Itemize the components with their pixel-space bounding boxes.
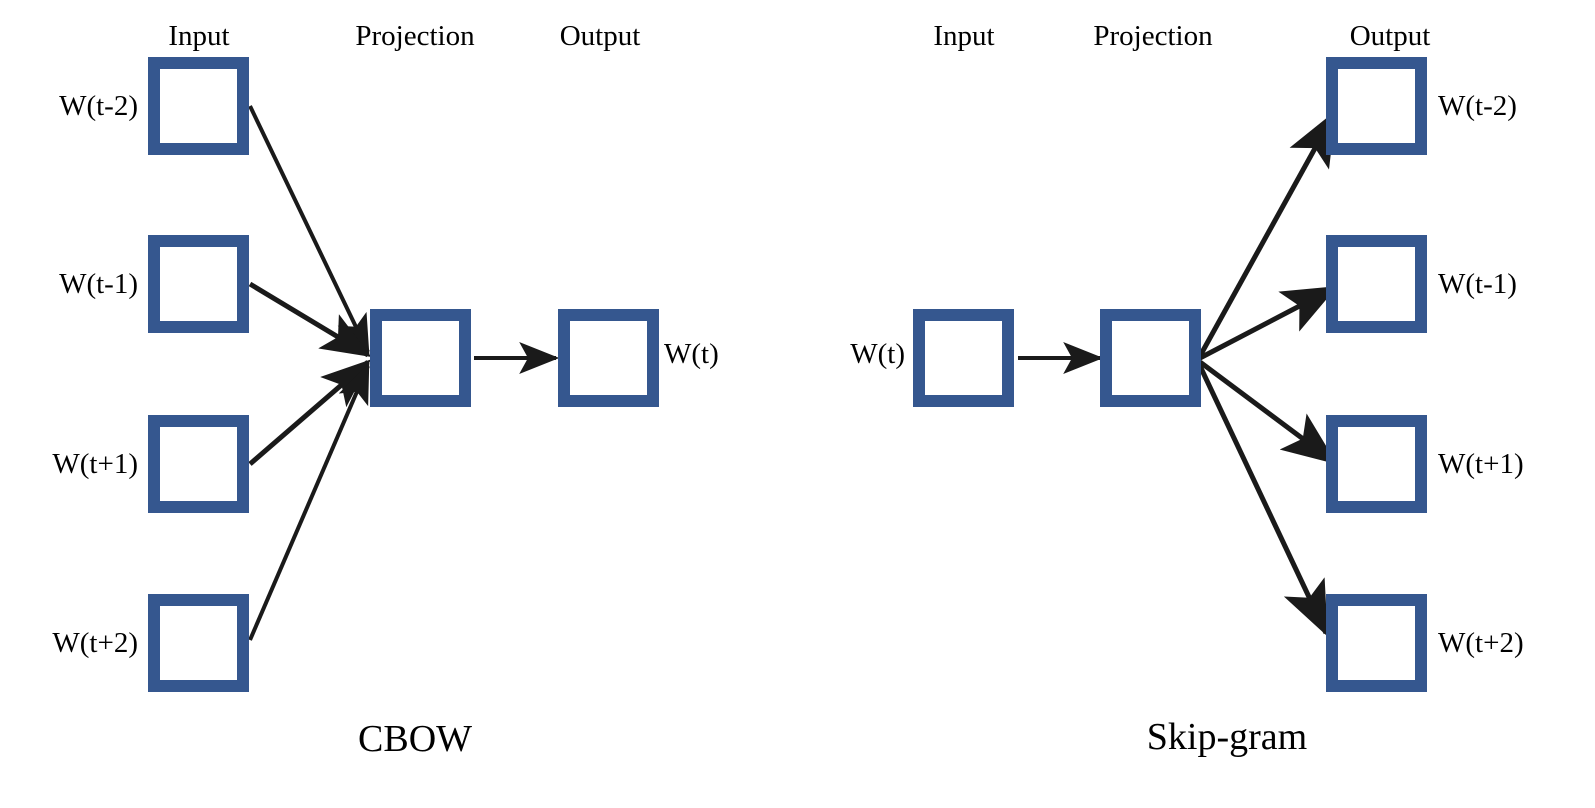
cbow-input-label-wt1: W(t+1) [52,448,138,480]
cbow-projection-box[interactable] [370,309,471,407]
skipgram-arrow-to-wt-2 [1197,110,1337,358]
skipgram-output-label-wt-2: W(t-2) [1438,90,1517,122]
skipgram-projection-to-output-arrows [1197,110,1338,637]
cbow-input-label-wt-2: W(t-2) [59,90,138,122]
cbow-input-box-wt2[interactable] [148,594,249,692]
skipgram-output-box-wt1[interactable] [1326,415,1427,513]
skipgram-output-box-wt-2[interactable] [1326,57,1427,155]
cbow-output-label-wt: W(t) [664,338,719,370]
skipgram-diagram-title: Skip-gram [1146,716,1308,758]
cbow-input-to-projection-arrows [248,105,372,641]
cbow-arrow-from-wt2 [248,363,370,641]
cbow-header-input: Input [168,20,230,52]
cbow-arrow-from-wt1 [248,359,372,466]
skipgram-arrow-to-wt1 [1198,359,1338,465]
cbow-input-box-wt-1[interactable] [148,235,249,333]
skipgram-output-label-wt2: W(t+2) [1438,627,1524,659]
skipgram-input-box[interactable] [913,309,1014,407]
skipgram-input-label-wt: W(t) [850,338,905,370]
cbow-input-label-wt-1: W(t-1) [59,268,138,300]
cbow-header-output: Output [559,20,641,52]
cbow-input-box-wt1[interactable] [148,415,249,513]
cbow-output-box[interactable] [558,309,659,407]
cbow-header-projection: Projection [355,20,475,52]
skipgram-output-label-wt-1: W(t-1) [1438,268,1517,300]
cbow-diagram-title: CBOW [358,718,472,760]
cbow-input-box-wt-2[interactable] [148,57,249,155]
cbow-input-label-wt2: W(t+2) [52,627,138,659]
skipgram-header-input: Input [933,20,995,52]
cbow-arrow-from-wt-1 [248,281,372,358]
skipgram-projection-box[interactable] [1100,309,1201,407]
skipgram-output-label-wt1: W(t+1) [1438,448,1524,480]
skipgram-header-output: Output [1349,20,1431,52]
cbow-arrow-from-wt-2 [248,105,370,355]
skipgram-arrow-to-wt-1 [1198,285,1338,361]
skipgram-output-box-wt2[interactable] [1326,594,1427,692]
skipgram-output-box-wt-1[interactable] [1326,235,1427,333]
skipgram-arrow-to-wt2 [1197,364,1329,637]
skipgram-header-projection: Projection [1093,20,1213,52]
